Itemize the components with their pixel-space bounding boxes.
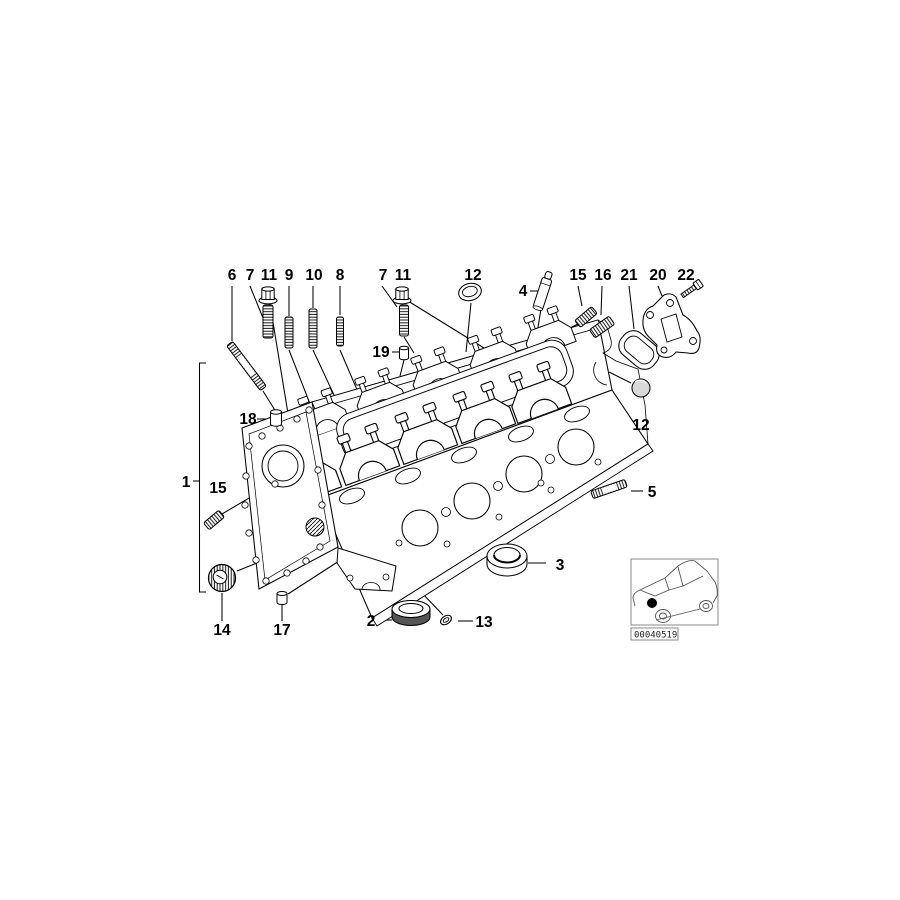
callout-9[interactable]: 9 [285, 267, 294, 284]
part-stud-15-top [574, 306, 598, 328]
callout-22[interactable]: 22 [677, 267, 694, 284]
callout-15b[interactable]: 15 [209, 480, 227, 497]
part-nut-11a [258, 286, 278, 305]
callout-17[interactable]: 17 [273, 622, 290, 639]
part-plug-12b [631, 378, 651, 398]
callout-19[interactable]: 19 [372, 344, 390, 361]
callout-10[interactable]: 10 [305, 267, 322, 284]
part-nut-11b [392, 286, 412, 305]
callout-15a[interactable]: 15 [569, 267, 587, 284]
callout-4[interactable]: 4 [519, 283, 528, 300]
vehicle-thumbnail: 00040519 [630, 558, 719, 641]
callout-12a[interactable]: 12 [464, 267, 481, 284]
callout-labels: 6 7 11 9 10 8 7 11 12 4 15 16 21 20 22 1… [182, 267, 695, 639]
part-dowel-19 [399, 345, 409, 361]
part-stud-9 [284, 316, 294, 349]
loose-parts [203, 271, 704, 626]
callout-7a[interactable]: 7 [246, 267, 255, 284]
cylinder-head-drawing [241, 302, 654, 627]
callout-20[interactable]: 20 [649, 267, 666, 284]
callout-12b[interactable]: 12 [632, 417, 649, 434]
part-stud-15-left [203, 510, 225, 530]
part-seal-2 [391, 599, 431, 626]
part-bracket-20 [642, 293, 701, 358]
part-valve-guide-4 [532, 271, 553, 311]
part-seal-12a [458, 282, 482, 302]
callout-8[interactable]: 8 [336, 267, 345, 284]
part-seal-3 [486, 543, 528, 577]
part-stud-16 [589, 316, 615, 338]
part-dowel-18 [270, 409, 282, 427]
part-stud-8 [336, 316, 344, 347]
callout-1[interactable]: 1 [182, 474, 191, 491]
part-oring-13 [440, 614, 452, 626]
part-plug-14 [207, 563, 237, 593]
part-dowel-17 [276, 591, 288, 605]
part-stud-7a [262, 304, 274, 339]
callout-6[interactable]: 6 [228, 267, 237, 284]
image-code-box [630, 627, 679, 641]
callout-11b[interactable]: 11 [395, 267, 412, 284]
part-gasket-21 [618, 330, 660, 370]
callout-5[interactable]: 5 [648, 484, 657, 501]
part-stud-6 [226, 341, 267, 391]
part-stud-5 [590, 479, 628, 499]
front-plate [241, 401, 339, 590]
callout-7b[interactable]: 7 [379, 267, 388, 284]
callout-13[interactable]: 13 [475, 614, 493, 631]
callout-14[interactable]: 14 [213, 622, 231, 639]
callout-3[interactable]: 3 [556, 557, 565, 574]
callout-16[interactable]: 16 [594, 267, 612, 284]
part-stud-7b [399, 304, 409, 337]
callout-11a[interactable]: 11 [261, 267, 278, 284]
callout-2[interactable]: 2 [367, 613, 376, 630]
engine-location-dot [647, 598, 657, 608]
part-stud-10 [308, 308, 318, 349]
callout-21[interactable]: 21 [620, 267, 638, 284]
callout-18[interactable]: 18 [239, 411, 257, 428]
part-bolt-22 [680, 279, 704, 299]
image-code: 00040519 [634, 631, 677, 641]
